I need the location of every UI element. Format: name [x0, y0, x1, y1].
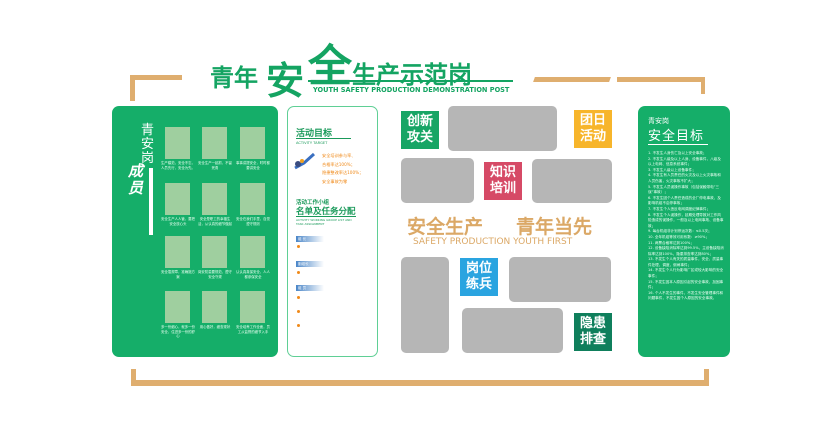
- activity-heading-en: ACTIVITY TARGET: [296, 141, 328, 145]
- goal-item: 15. 不发生因本人原因引起的安全事故，加固事件；: [648, 279, 724, 290]
- goal-item: 1. 不发生人身伤亡及以上安全事故；: [648, 151, 707, 155]
- member-caption: 认认真真保安全，人人都参保安全: [236, 270, 270, 279]
- bullet: [297, 296, 300, 299]
- goal-item: 5. 不发生人员误操作事故（包括误触带电”三误”事故）；: [648, 184, 720, 195]
- member-photo: [165, 127, 190, 159]
- activity-panel: [287, 106, 378, 357]
- members-calligraphy: 成员: [128, 162, 144, 197]
- goal-item: 12. 设备缺陷消除率达到99.5%，主设备缺陷消除率达到100%，隐患排查率达…: [648, 246, 724, 256]
- goal-item: 4. 不发生有人员责任的火灾及以上火灾事故和人员伤害，火灾事故不扩大；: [648, 173, 721, 183]
- target-line: 安全事故为零: [322, 178, 348, 184]
- group-en: ACTIVITY WORKING GROUP LIST AND TASK ASS…: [296, 218, 352, 226]
- tag-deputy: 副组长: [296, 261, 324, 267]
- group-title: 名单及任务分配: [296, 207, 356, 217]
- goals-panel: [638, 106, 730, 357]
- title-an: 安: [266, 58, 305, 103]
- target-line: 合格率达100%；: [322, 161, 355, 167]
- photo-slot: [401, 257, 449, 353]
- goal-item: 2. 不发生八级及以上人身、设备事件，八级及以上电网、信息系统事件；: [648, 156, 721, 167]
- member-caption: 安全是职工的幸福生活，从认真的细节做起: [198, 217, 232, 226]
- frame-top-right-a: [533, 77, 611, 82]
- photo-slot: [448, 106, 557, 151]
- tile-post: 岗位练兵: [460, 258, 498, 296]
- tile-knowledge: 知识培训: [484, 162, 522, 200]
- goal-item: 13. 不发生个人有关的质量事件，安全、质量事件处理，调度，倒闸事件；: [648, 257, 724, 267]
- member-photo: [165, 183, 190, 215]
- tile-innovate: 创新攻关: [401, 111, 439, 149]
- frame-left-top: [130, 75, 135, 101]
- photo-slot: [532, 159, 612, 203]
- growth-chart-icon: [292, 152, 317, 172]
- bullet: [297, 271, 300, 274]
- member-photo: [240, 127, 265, 159]
- goal-item: 3. 不发生八级以上设备事件；: [648, 167, 696, 172]
- member-photo: [165, 236, 190, 268]
- frame-bottom: [131, 380, 709, 386]
- member-caption: 安全生产一起抓，不留死角: [198, 161, 232, 170]
- member-caption: 多一份细心，就多一份安全，住进多一份的舒心: [161, 325, 195, 339]
- member-caption: 用心做好，细查现状: [199, 325, 231, 329]
- tag-members: 组 员: [296, 285, 324, 291]
- frame-top-right-b: [617, 77, 705, 82]
- goal-item: 14. 不发生个人行为影响厂区或较大影响的安全事件；: [648, 268, 724, 279]
- member-photo: [240, 291, 265, 323]
- member-photo: [240, 236, 265, 268]
- photo-slot: [462, 308, 563, 353]
- bullet: [297, 324, 300, 327]
- member-photo: [165, 291, 190, 323]
- activity-heading-line: [296, 138, 351, 139]
- goal-item: 8. 不发生个人误操作，延期处理导致对工作风险造成的误操作，一般及以上电网事故、…: [648, 212, 724, 228]
- title-english: YOUTH SAFETY PRODUCTION DEMONSTRATION PO…: [313, 86, 510, 94]
- member-photo: [240, 183, 265, 215]
- frame-bottom-left: [131, 369, 136, 386]
- title-underline: [308, 80, 513, 82]
- target-line: 安全培训参与率、: [322, 153, 356, 158]
- member-caption: 安全靠规章，准确施方案: [161, 270, 195, 279]
- group-small: 活动工作小组: [296, 200, 330, 206]
- slogan-left: 安全生产: [407, 216, 484, 238]
- goal-item: 10. 全年机组等效可用系数：≥90%；: [648, 234, 709, 239]
- member-caption: 生产模范，安全不忘，人员先行，安全为先。: [161, 161, 195, 170]
- tag-leader: 组 长: [296, 236, 324, 242]
- title-rest: 生产示范岗: [352, 61, 472, 89]
- members-heading: 青安岗: [141, 123, 155, 166]
- member-caption: 安全在我们手里，自觉遵守规则: [236, 217, 270, 226]
- activity-heading: 活动目标: [296, 129, 333, 139]
- goal-item: 16. 个人不发生的事件，不发生安全管理事件和问题事件，不发生因个人原因的安全事…: [648, 290, 724, 301]
- bullet: [297, 310, 300, 313]
- member-caption: 安全生产人人管，要把安全放心头: [161, 217, 195, 226]
- frame-right-top: [701, 77, 705, 94]
- goal-item: 6. 不发生因个人责任造成的全厂停电事故，及影响机组不启停事故；: [648, 195, 721, 206]
- goal-item: 7. 不发生个人违反电网调度纪律事件；: [648, 206, 711, 211]
- frame-bottom-right: [704, 369, 709, 386]
- title-quan: 全: [308, 41, 352, 92]
- tile-hazard: 隐患排查: [574, 313, 612, 351]
- goals-heading: 安全目标: [648, 129, 705, 144]
- slogan-right: 青年当先: [516, 216, 593, 238]
- photo-slot: [509, 257, 611, 302]
- frame-top-left: [130, 75, 182, 80]
- member-caption: 事事讲提安全，时时都要讲安全: [236, 161, 270, 170]
- members-vertical-strip: [149, 168, 153, 235]
- member-photo: [202, 291, 227, 323]
- slogan-english: SAFETY PRODUCTION YOUTH FIRST: [413, 237, 573, 247]
- bullet: [297, 245, 300, 248]
- photo-slot: [401, 158, 474, 203]
- goal-item: 9. 每台机组非计划停运次数：≤0.5次；: [648, 229, 712, 234]
- member-photo: [202, 127, 227, 159]
- member-caption: 岗安防患要规范，遵守安全守规: [198, 270, 232, 279]
- target-line: 隐患整改率达100%；: [322, 170, 364, 175]
- member-photo: [202, 236, 227, 268]
- goals-line: [648, 144, 708, 145]
- goal-item: 11. 两票合格率达到100%；: [648, 240, 694, 245]
- title-qingnian: 青年: [210, 64, 258, 92]
- group-line: [296, 216, 356, 217]
- goals-small: 青安岗: [648, 117, 669, 125]
- member-photo: [202, 183, 227, 215]
- tile-team: 团日活动: [574, 110, 612, 148]
- member-caption: 安全培养工作全面，员工从监督的细节入手: [236, 325, 270, 334]
